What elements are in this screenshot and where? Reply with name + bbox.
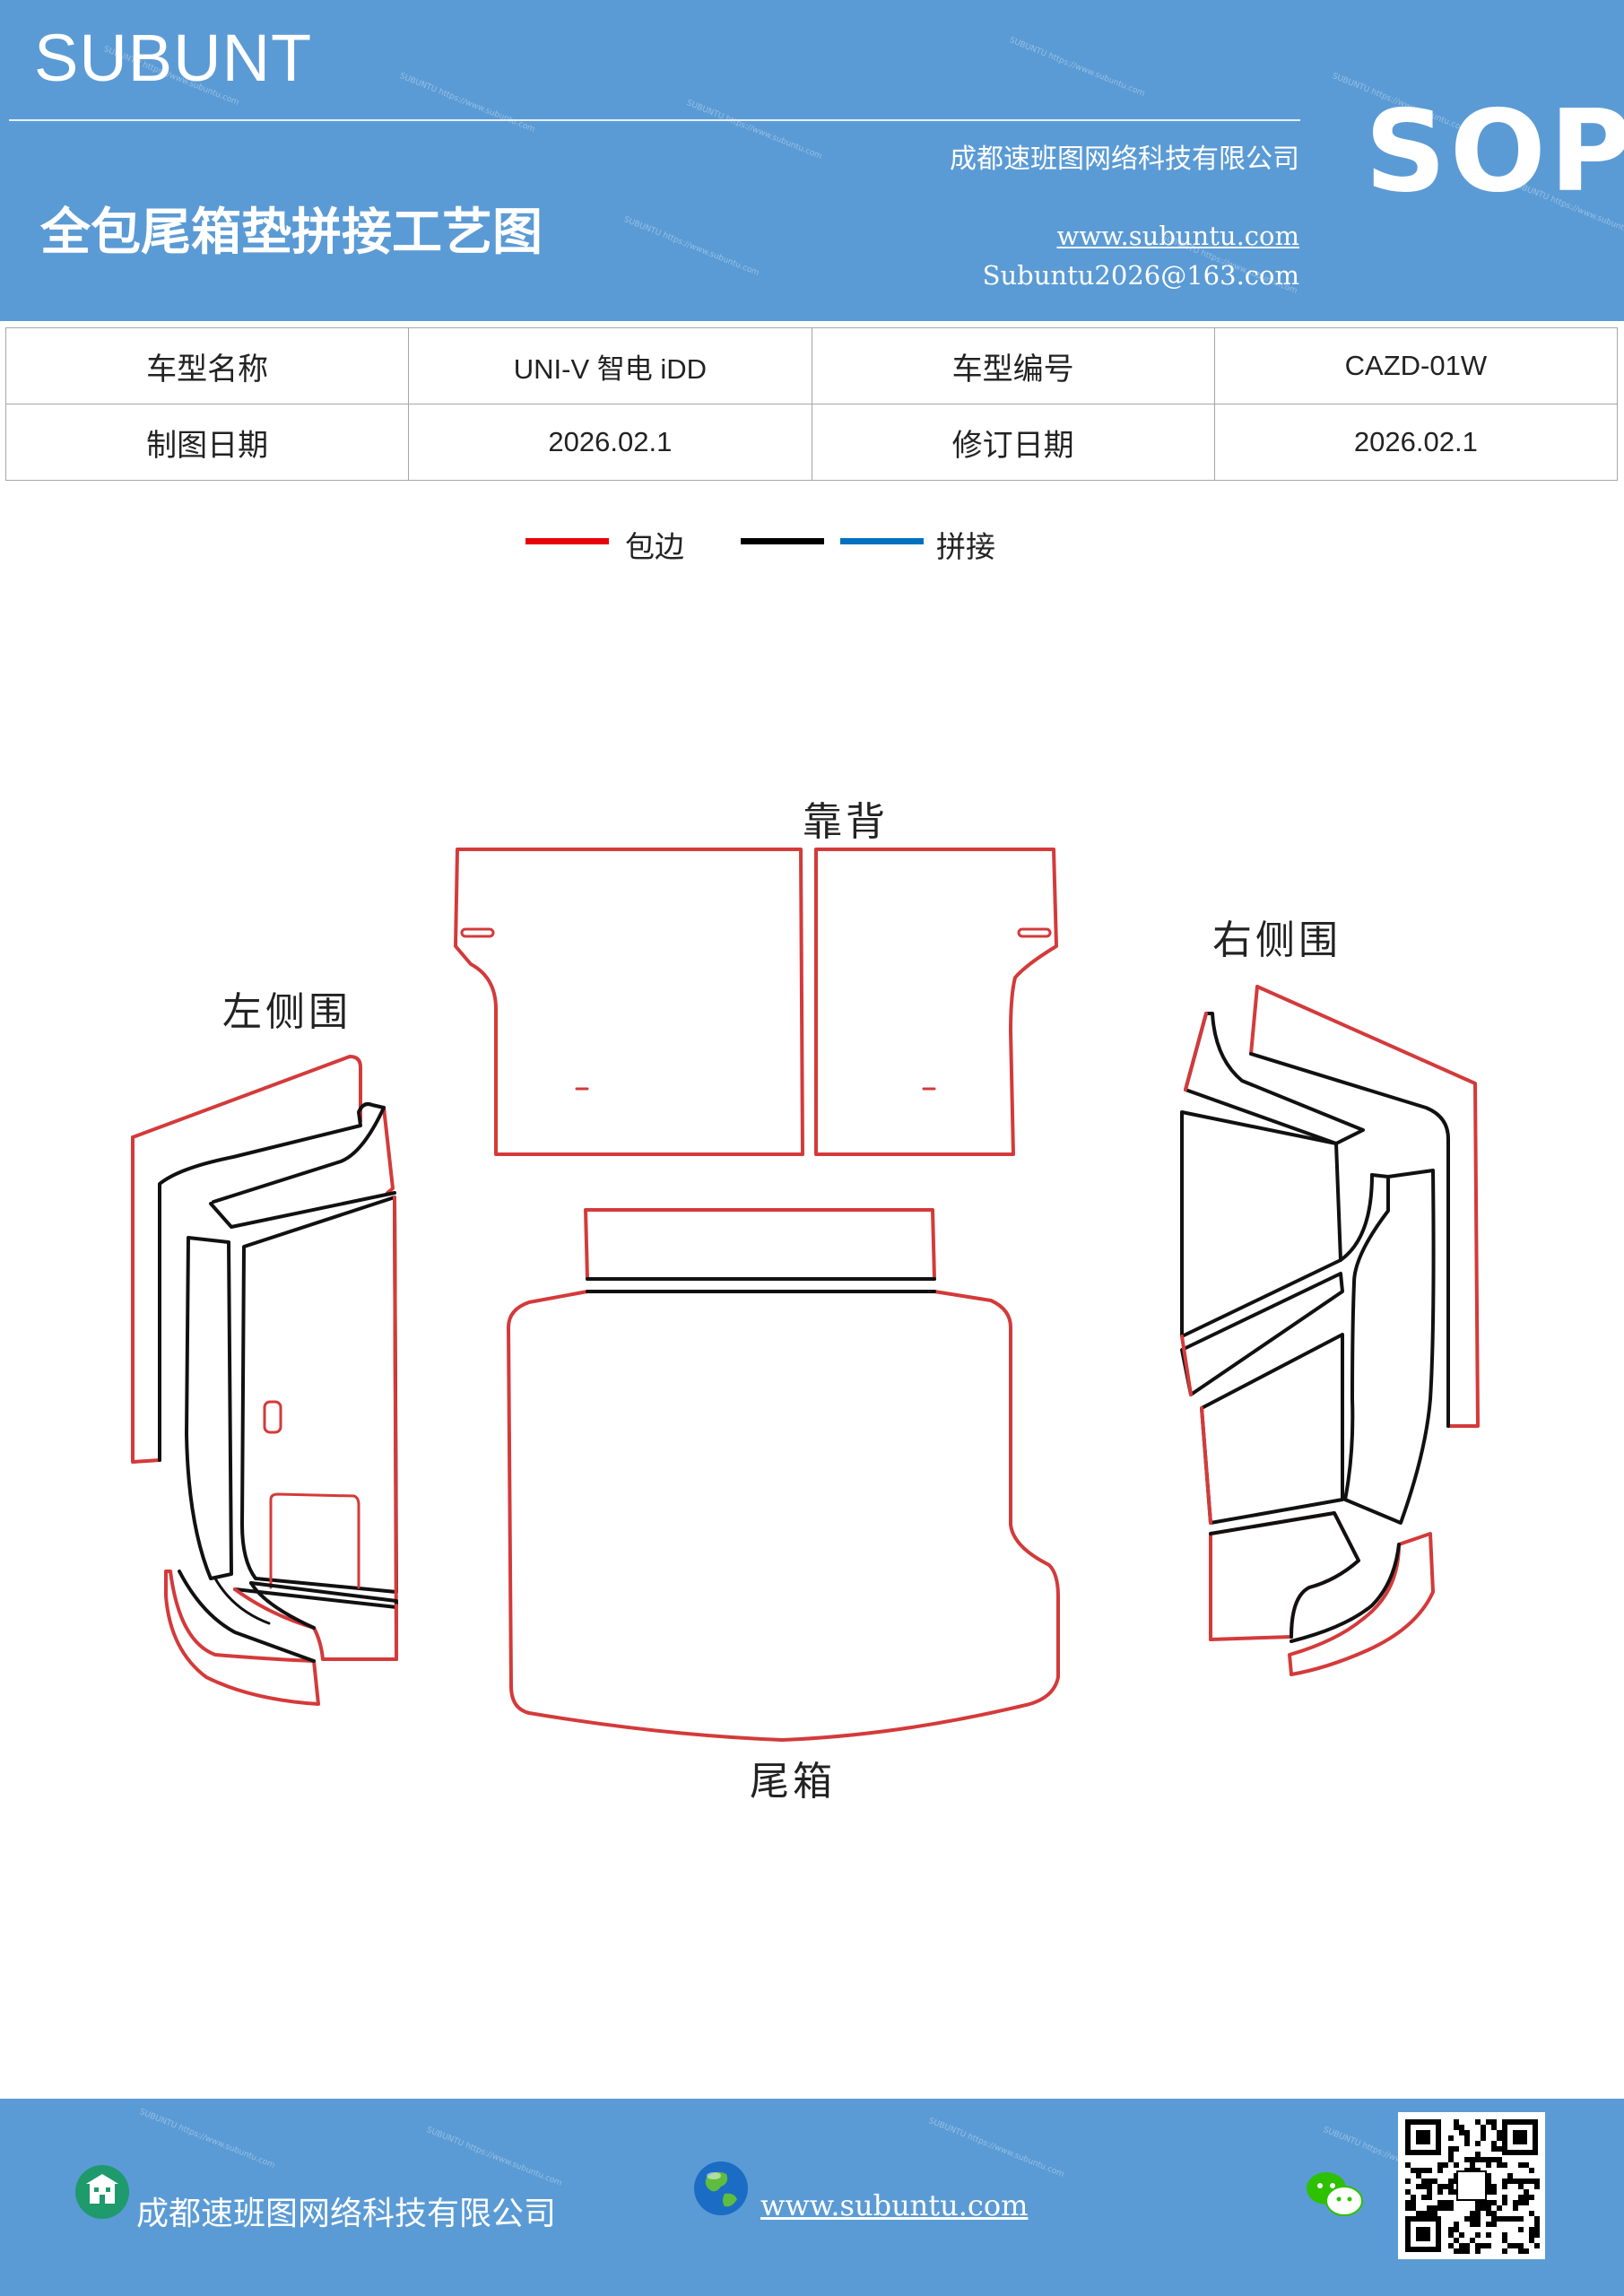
model-name-value: UNI-V 智电 iDD	[408, 327, 812, 404]
left-side-flap	[382, 1106, 395, 1195]
table-row: 制图日期 2026.02.1 修订日期 2026.02.1	[4, 404, 1619, 481]
left-corner-seam-2	[213, 1577, 271, 1625]
right-corner-piece	[1288, 1532, 1435, 1676]
watermark: SUBUNTU https://www.subuntu.com	[685, 99, 823, 161]
footer: SUBUNTU https://www.subuntu.com SUBUNTU …	[0, 2099, 1624, 2296]
right-panel-mid	[1200, 1333, 1344, 1525]
right-corner-seam	[1290, 1543, 1401, 1643]
label-left-side: 左侧围	[222, 989, 352, 1035]
watermark: SUBUNTU https://www.subuntu.com	[927, 2117, 1065, 2179]
brand-name: SUBUNT	[34, 21, 313, 95]
legend-label-splice: 拼接	[936, 529, 995, 564]
drawing-date-value: 2026.02.1	[408, 404, 812, 481]
left-main-right-edge	[393, 1196, 398, 1661]
right-pillar-link	[1339, 1173, 1374, 1262]
watermark: SUBUNTU https://www.subuntu.com	[398, 72, 536, 135]
left-slot	[263, 1400, 282, 1434]
left-notch	[269, 1492, 360, 1589]
legend: 包边 拼接	[0, 523, 1624, 577]
back-right-slot	[1017, 927, 1052, 938]
email-address: Subuntu2026@163.com	[982, 260, 1299, 291]
watermark: SUBUNTU https://www.subuntu.com	[1008, 36, 1146, 99]
left-side-outer	[131, 1055, 362, 1139]
right-panel-top-red	[1180, 1335, 1193, 1396]
qr-code	[1398, 2112, 1545, 2259]
header-divider	[9, 119, 1300, 121]
sop-badge: SOP	[1365, 85, 1624, 217]
revision-date-label: 修订日期	[811, 404, 1215, 481]
label-right-side: 右侧围	[1212, 918, 1342, 963]
watermark: SUBUNTU https://www.subuntu.com	[138, 2108, 276, 2170]
legend-label-binding: 包边	[625, 529, 684, 564]
watermark: SUBUNTU https://www.subuntu.com	[622, 215, 760, 278]
watermark: SUBUNTU https://www.subuntu.com	[425, 2126, 563, 2188]
label-back-seat: 靠背	[803, 799, 889, 845]
left-lower-seam	[249, 1581, 316, 1630]
left-corner-piece	[164, 1570, 320, 1706]
back-left-panel	[454, 848, 804, 1156]
right-panel-top	[1180, 1110, 1342, 1338]
label-trunk: 尾箱	[750, 1759, 836, 1805]
left-main-panel	[240, 1196, 398, 1594]
website-link[interactable]: www.subuntu.com	[1056, 221, 1299, 251]
left-side-seam-a	[158, 1102, 386, 1462]
right-pillar-upper	[1370, 1173, 1390, 1178]
footer-company: 成都速班图网络科技有限公司	[136, 2196, 557, 2232]
model-code-label: 车型编号	[811, 327, 1215, 404]
right-side-outer	[1255, 985, 1480, 1428]
right-pillar	[1343, 1169, 1436, 1525]
right-lower-seam	[1209, 1511, 1360, 1639]
mat-diagram: 靠背 左侧围 右侧围 尾箱	[0, 771, 1624, 1830]
model-name-label: 车型名称	[4, 327, 410, 404]
right-upper-strip	[1249, 1052, 1450, 1428]
wechat-icon	[1305, 2169, 1364, 2224]
legend-swatch-black	[741, 538, 824, 544]
right-upper-flap-red	[1184, 1012, 1208, 1091]
company-name: 成都速班图网络科技有限公司	[950, 144, 1299, 175]
table-row: 车型名称 UNI-V 智电 iDD 车型编号 CAZD-01W	[4, 327, 1619, 404]
right-upper-flap	[1184, 1012, 1365, 1145]
vehicle-info-table: 车型名称 UNI-V 智电 iDD 车型编号 CAZD-01W 制图日期 202…	[4, 327, 1619, 481]
back-right-panel	[814, 848, 1058, 1156]
globe-icon	[690, 2158, 751, 2222]
trunk-top-strip	[584, 1208, 936, 1281]
revision-date-value: 2026.02.1	[1213, 404, 1619, 481]
legend-swatch-blue	[840, 538, 924, 544]
legend-swatch-red	[525, 538, 609, 544]
left-pillar	[185, 1236, 233, 1580]
drawing-date-label: 制图日期	[4, 404, 410, 481]
left-side-strip-black	[209, 1106, 396, 1229]
building-icon	[72, 2161, 133, 2226]
back-left-slot	[460, 927, 495, 938]
mat-pattern-drawing	[131, 848, 1480, 1742]
header-banner: SUBUNTU https://www.subuntu.com SUBUNTU …	[0, 0, 1624, 321]
trunk-main-panel	[507, 1290, 1060, 1742]
left-side-outer-2	[131, 1135, 161, 1464]
model-code-value: CAZD-01W	[1213, 327, 1619, 404]
right-panel-mid-red	[1200, 1406, 1212, 1525]
page-title: 全包尾箱垫拼接工艺图	[40, 204, 543, 262]
footer-website-link[interactable]: www.subuntu.com	[760, 2188, 1029, 2222]
left-corner-seam	[178, 1570, 316, 1663]
right-side-top-seam	[1249, 985, 1259, 1056]
